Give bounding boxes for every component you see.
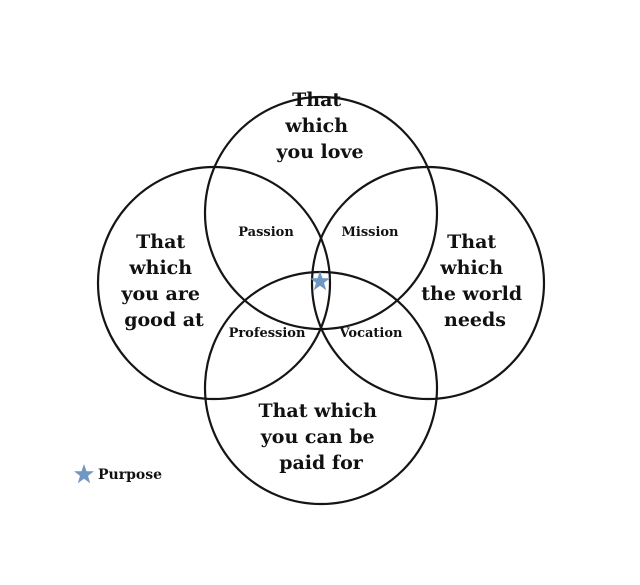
legend: Purpose bbox=[74, 464, 162, 484]
intersection-profession-label: Profession bbox=[229, 326, 306, 341]
circle-top-label: That which you love bbox=[275, 89, 363, 163]
circle-left bbox=[96, 165, 332, 401]
circle-bottom bbox=[203, 270, 439, 506]
star-icon bbox=[310, 271, 330, 291]
circle-bottom-label: That which you can be paid for bbox=[258, 400, 383, 474]
intersection-mission-label: Mission bbox=[341, 225, 399, 240]
circle-left-label: That which you are good at bbox=[120, 231, 206, 331]
star-icon bbox=[74, 464, 94, 484]
intersection-vocation-label: Vocation bbox=[339, 326, 404, 341]
intersection-passion-label: Passion bbox=[238, 225, 294, 240]
legend-label: Purpose bbox=[98, 467, 162, 483]
circle-right-label: That which the world needs bbox=[421, 231, 528, 331]
circle-right bbox=[310, 165, 546, 401]
